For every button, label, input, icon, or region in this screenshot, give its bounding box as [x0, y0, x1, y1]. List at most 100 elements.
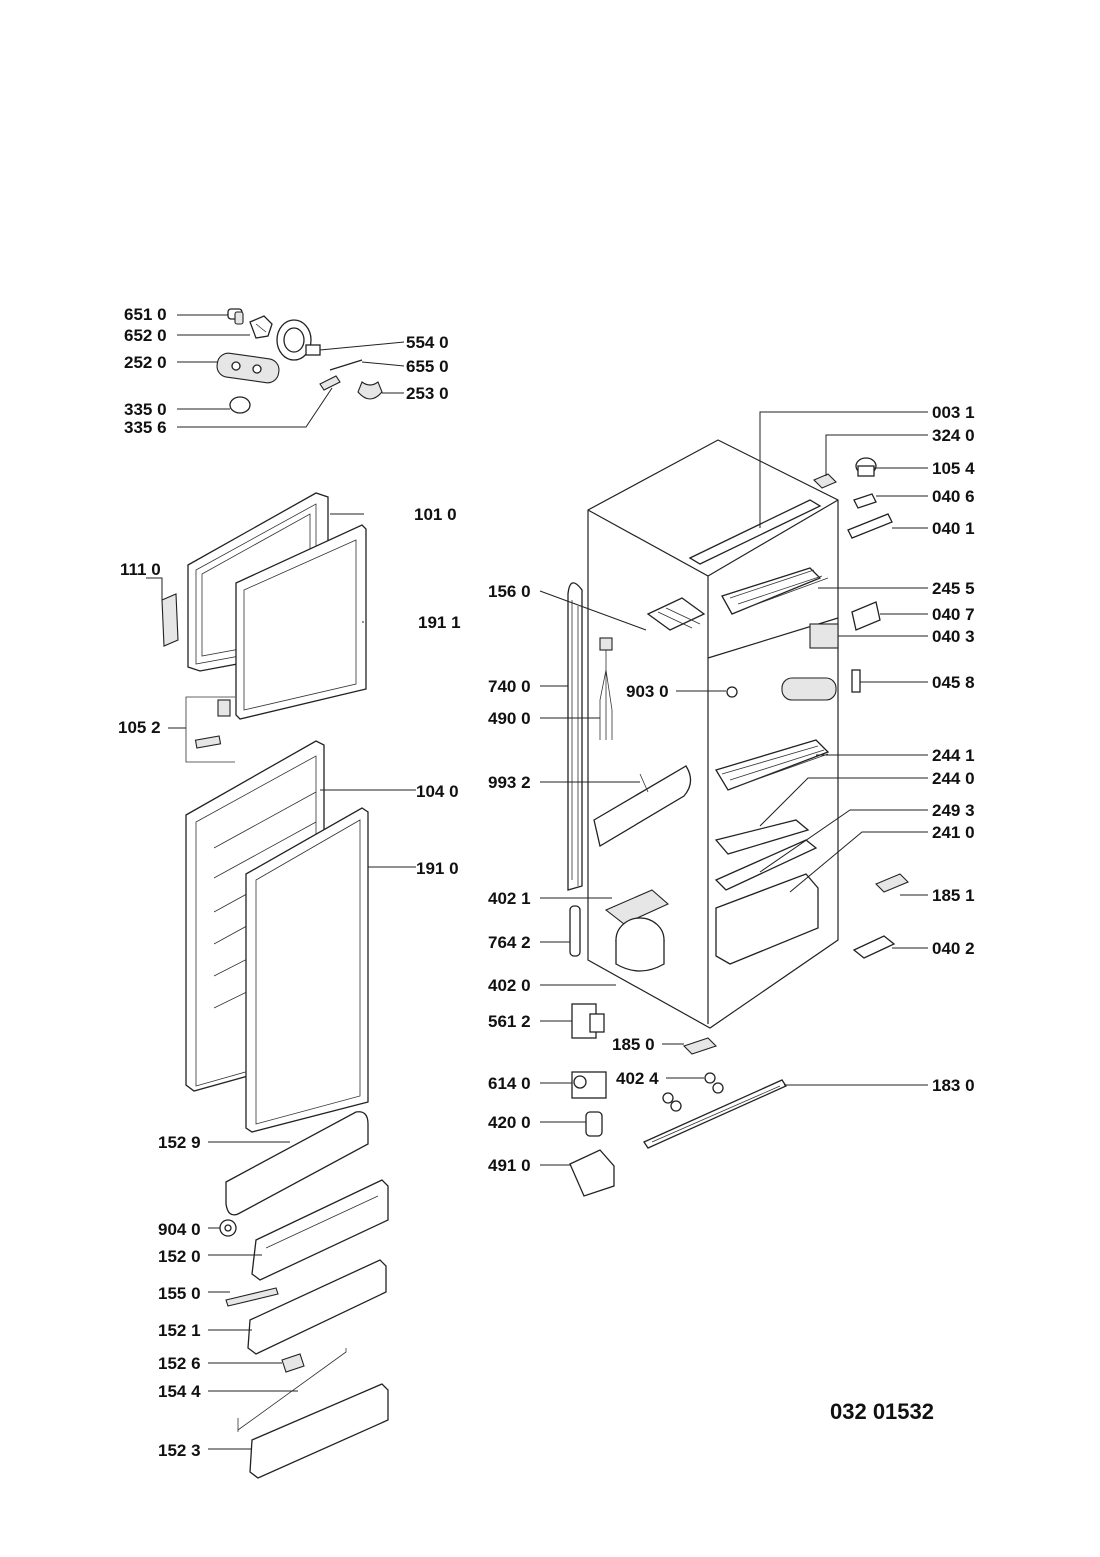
part-4200-capacitor — [585, 1111, 603, 1137]
document-code: 032 01532 — [830, 1399, 934, 1424]
label-652-0: 652 0 — [124, 326, 167, 345]
door-shelves-group — [208, 1111, 389, 1479]
label-491-0: 491 0 — [488, 1156, 531, 1175]
part-number-labels: 651 0 652 0 252 0 335 0 335 6 554 0 655 … — [118, 305, 975, 1460]
part-1851-foot — [875, 873, 909, 893]
freezer-door-group — [146, 492, 367, 763]
label-152-3: 152 3 — [158, 1441, 201, 1460]
label-155-0: 155 0 — [158, 1284, 201, 1303]
label-111-0: 111 0 — [120, 560, 161, 579]
part-2493-crisper-cover — [714, 839, 818, 891]
label-105-4: 105 4 — [932, 459, 975, 478]
part-5540-thermostat-knob-ring — [276, 319, 321, 361]
part-1523-bottle-shelf — [249, 1383, 389, 1479]
part-2441-glass-shelf — [715, 739, 830, 791]
part-2440-glass-shelf — [714, 819, 810, 855]
label-903-0: 903 0 — [626, 682, 669, 701]
label-249-3: 249 3 — [932, 801, 975, 820]
part-1550-bottle-clip — [225, 1287, 279, 1307]
label-244-1: 244 1 — [932, 746, 975, 765]
part-1910-fridge-gasket — [245, 807, 369, 1133]
part-6510-lamp — [227, 308, 244, 325]
label-003-1: 003 1 — [932, 403, 975, 422]
label-993-2: 993 2 — [488, 773, 531, 792]
label-402-1: 402 1 — [488, 889, 531, 908]
fridge-door-group — [185, 740, 416, 1133]
label-324-0: 324 0 — [932, 426, 975, 445]
label-191-0: 191 0 — [416, 859, 459, 878]
label-185-1: 185 1 — [932, 886, 975, 905]
part-1520-door-shelf — [251, 1179, 389, 1281]
part-1052-hinge-set — [185, 696, 235, 763]
part-6520-lamp-holder — [249, 315, 273, 339]
label-185-0: 185 0 — [612, 1035, 655, 1054]
part-0407-middle-hinge — [851, 601, 881, 631]
label-154-4: 154 4 — [158, 1382, 201, 1401]
part-0458-screw — [851, 669, 861, 693]
part-0031-top-cover — [688, 499, 822, 565]
part-9040-washer — [219, 1219, 237, 1237]
part-4024-grommets — [662, 1072, 724, 1112]
part-4910-cover — [569, 1149, 615, 1197]
label-740-0: 740 0 — [488, 677, 531, 696]
label-252-0: 252 0 — [124, 353, 167, 372]
label-490-0: 490 0 — [488, 709, 531, 728]
part-7642-filter-drier — [569, 905, 581, 957]
part-7400-condenser — [567, 582, 583, 891]
label-191-1: 191 1 — [418, 613, 461, 632]
part-1830-base-rail — [643, 1079, 787, 1149]
part-0402-bottom-hinge — [852, 935, 896, 959]
label-104-0: 104 0 — [416, 782, 459, 801]
part-1529-dairy-lid — [225, 1111, 369, 1216]
part-0403-hinge-plate — [809, 623, 839, 649]
part-1850-foot — [682, 1037, 718, 1055]
part-4020-compressor — [615, 917, 665, 972]
label-183-0: 183 0 — [932, 1076, 975, 1095]
part-5612-relay — [571, 1003, 605, 1039]
part-4900-wire-harness — [599, 637, 613, 740]
label-651-0: 651 0 — [124, 305, 167, 324]
part-9932-evaporator-panel — [593, 765, 692, 848]
label-045-8: 045 8 — [932, 673, 975, 692]
part-2520-lamp-cover — [216, 352, 280, 384]
part-1544-bottle-rail — [237, 1348, 347, 1432]
part-9030-plug — [726, 686, 738, 698]
label-040-2: 040 2 — [932, 939, 975, 958]
fridge-lamp-housing — [781, 677, 837, 701]
part-1521-door-shelf — [247, 1259, 387, 1355]
label-101-0: 101 0 — [414, 505, 457, 524]
label-245-5: 245 5 — [932, 579, 975, 598]
label-420-0: 420 0 — [488, 1113, 531, 1132]
label-655-0: 655 0 — [406, 357, 449, 376]
part-4021-compressor-mount — [604, 889, 670, 925]
label-244-0: 244 0 — [932, 769, 975, 788]
label-040-1: 040 1 — [932, 519, 975, 538]
part-1911-freezer-gasket — [235, 524, 367, 720]
part-1110-hinge-cover — [161, 593, 179, 647]
label-040-3: 040 3 — [932, 627, 975, 646]
part-2455-freezer-shelf — [721, 567, 829, 615]
label-040-7: 040 7 — [932, 605, 975, 624]
part-1054-bushing — [855, 457, 877, 477]
thermostat-lamp-group — [177, 308, 405, 428]
label-152-0: 152 0 — [158, 1247, 201, 1266]
label-402-0: 402 0 — [488, 976, 531, 995]
cabinet-group — [539, 411, 928, 1197]
part-3356-spring — [319, 375, 341, 391]
label-152-9: 152 9 — [158, 1133, 201, 1152]
label-040-6: 040 6 — [932, 487, 975, 506]
label-152-1: 152 1 — [158, 1321, 201, 1340]
part-6550-thermostat-rod — [329, 359, 363, 371]
label-152-6: 152 6 — [158, 1354, 201, 1373]
part-1526-bottle-stop — [281, 1353, 305, 1373]
label-241-0: 241 0 — [932, 823, 975, 842]
cabinet-body — [587, 439, 839, 1029]
part-0401-top-hinge — [847, 513, 893, 539]
part-0406-hinge-pin — [853, 493, 877, 509]
part-6140-starter — [571, 1071, 607, 1099]
part-3240-hinge-cap — [813, 473, 837, 489]
part-2530-knob-cap — [357, 381, 383, 400]
part-1560-ice-tray — [646, 597, 706, 631]
label-335-6: 335 6 — [124, 418, 167, 437]
